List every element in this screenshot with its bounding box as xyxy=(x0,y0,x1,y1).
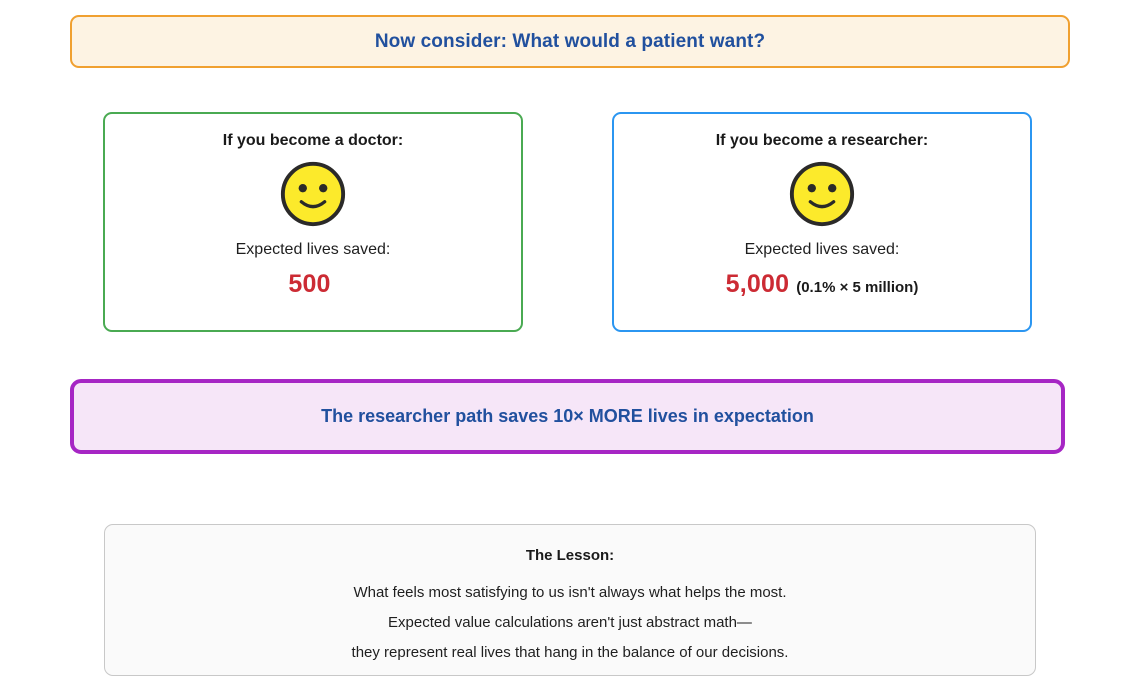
prompt-banner-text: Now consider: What would a patient want? xyxy=(374,30,766,52)
card-sublabel: Expected lives saved: xyxy=(235,241,391,258)
outcome-cards-row: If you become a doctor: Expected lives s… xyxy=(0,112,1144,334)
card-value-row: 500 xyxy=(288,270,337,299)
card-value: 5,000 xyxy=(725,270,790,298)
card-sublabel: Expected lives saved: xyxy=(744,241,900,258)
lesson-line: Expected value calculations aren't just … xyxy=(388,614,752,631)
card-value: 500 xyxy=(288,270,331,298)
lesson-line: they represent real lives that hang in t… xyxy=(351,644,789,661)
lesson-line: What feels most satisfying to us isn't a… xyxy=(353,584,787,601)
lesson-title: The Lesson: xyxy=(525,547,615,564)
outcome-card-researcher: If you become a researcher: Expected liv… xyxy=(612,112,1032,332)
card-title: If you become a doctor: xyxy=(222,132,404,149)
conclusion-banner-text: The researcher path saves 10× MORE lives… xyxy=(321,406,814,426)
prompt-banner: Now consider: What would a patient want? xyxy=(70,15,1070,68)
lesson-box: The Lesson: What feels most satisfying t… xyxy=(104,524,1036,676)
outcome-card-doctor: If you become a doctor: Expected lives s… xyxy=(103,112,523,332)
card-value-note: (0.1% × 5 million) xyxy=(796,279,919,296)
card-value-row: 5,000 (0.1% × 5 million) xyxy=(726,270,919,299)
card-title: If you become a researcher: xyxy=(715,132,929,149)
slightly-smiling-face-icon xyxy=(787,159,857,231)
slightly-smiling-face-icon xyxy=(278,159,348,231)
conclusion-banner: The researcher path saves 10× MORE lives… xyxy=(70,379,1065,454)
